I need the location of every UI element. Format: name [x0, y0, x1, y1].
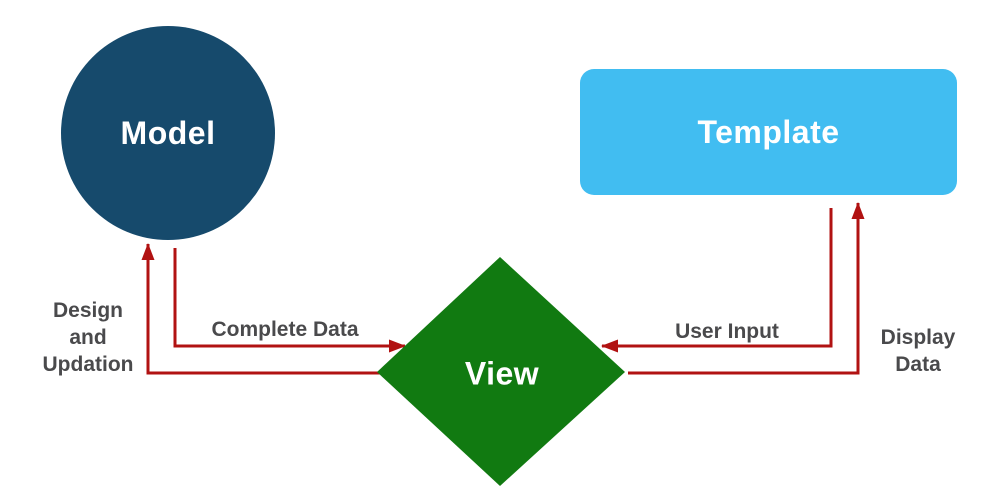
edge-display-data	[628, 202, 865, 375]
node-view-label: View	[464, 355, 540, 392]
edge-label-display-data: Display Data	[881, 324, 956, 378]
node-view-shape	[377, 257, 625, 486]
edge-complete-data	[173, 248, 406, 353]
edge-user-input	[601, 208, 833, 353]
node-model: Model	[61, 26, 275, 240]
edge-label-line: Data	[895, 353, 941, 376]
edge-label-design-updation: Design and Updation	[43, 297, 134, 378]
edge-label-line: and	[69, 326, 107, 349]
edge-label-line: Updation	[42, 353, 134, 376]
node-template-label: Template	[697, 113, 840, 150]
edge-design-updation	[141, 243, 380, 375]
edge-label-line: Design	[52, 299, 124, 322]
node-model-label: Model	[120, 114, 216, 151]
edge-label-line: Display	[880, 326, 956, 349]
edge-label-complete-data: Complete Data	[211, 318, 359, 341]
node-template: Template	[580, 69, 957, 195]
edge-label-user-input: User Input	[675, 320, 779, 343]
